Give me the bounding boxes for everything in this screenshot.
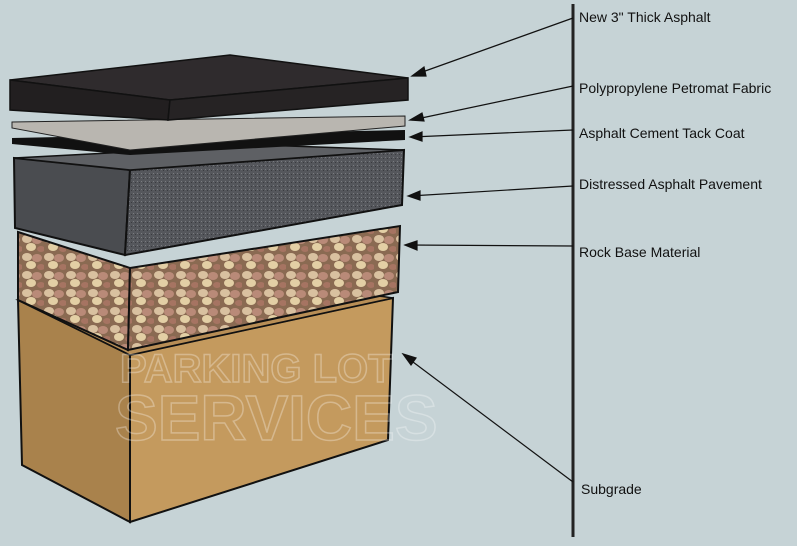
new-asphalt-layer	[9, 54, 409, 121]
watermark-line-2: SERVICES	[115, 382, 438, 454]
label-rock-base: Rock Base Material	[579, 244, 701, 260]
watermark-line-1: PARKING LOT	[120, 347, 393, 391]
label-new-asphalt: New 3" Thick Asphalt	[579, 9, 711, 25]
label-subgrade: Subgrade	[581, 481, 642, 497]
arrows	[401, 17, 574, 483]
label-distressed-asphalt: Distressed Asphalt Pavement	[579, 176, 762, 192]
watermark: PARKING LOT SERVICES	[114, 346, 438, 455]
distressed-asphalt-layer	[12, 144, 406, 257]
rock-base-layer	[17, 224, 402, 352]
label-tack-coat: Asphalt Cement Tack Coat	[579, 125, 745, 141]
fabric-layer	[11, 115, 406, 151]
label-petromat-fabric: Polypropylene Petromat Fabric	[579, 80, 772, 96]
